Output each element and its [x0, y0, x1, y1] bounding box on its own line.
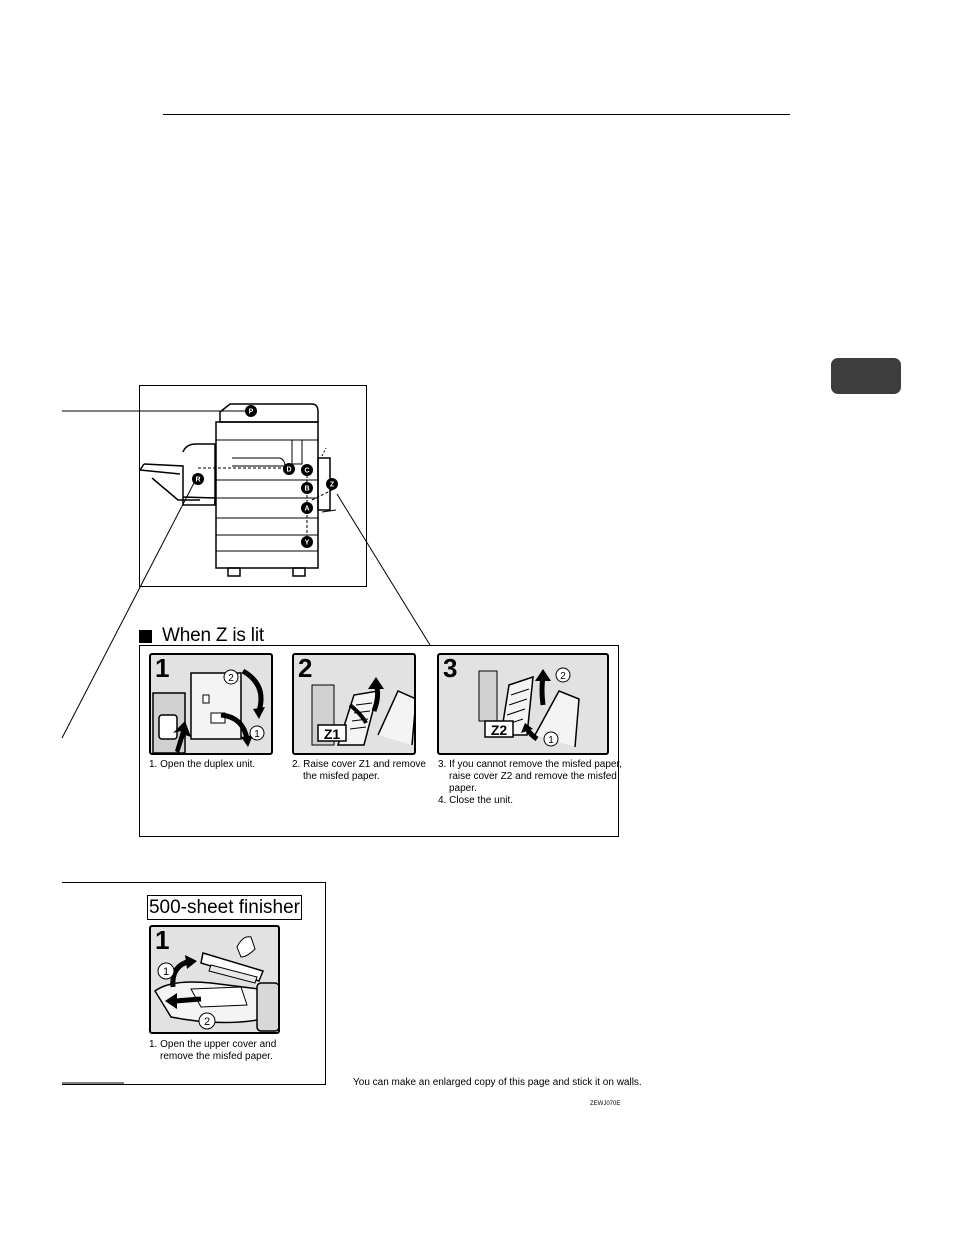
callout-1: 1: [548, 735, 554, 746]
callout-2: 2: [204, 1016, 210, 1028]
callout-2: 2: [228, 673, 234, 684]
enlarge-copy-note: You can make an enlarged copy of this pa…: [353, 1077, 642, 1088]
label-B: B: [304, 486, 309, 493]
finisher-label: 500-sheet finisher: [147, 895, 302, 920]
caption-line: 4. Close the unit.: [438, 795, 514, 806]
caption-line: 3. If you cannot remove the misfed paper…: [438, 759, 622, 770]
finisher-section-box: [62, 882, 326, 1085]
step-number: 1: [155, 653, 170, 683]
step-number: 2: [298, 653, 313, 683]
z-section-heading: When Z is lit: [139, 625, 264, 647]
z-step-2-caption: 2. Raise cover Z1 and remove the misfed …: [292, 759, 426, 783]
caption-line: the misfed paper.: [303, 771, 380, 782]
label-R: R: [195, 477, 200, 484]
caption-line: remove the misfed paper.: [160, 1051, 273, 1062]
caption-line: 1. Open the duplex unit.: [149, 759, 256, 770]
z-step-1-panel: 1 2 1: [149, 653, 273, 755]
callout-1: 1: [254, 729, 260, 740]
cover-z1-illustration: Z1: [311, 677, 414, 746]
tag-z2: Z2: [491, 722, 508, 738]
label-D: D: [286, 467, 291, 474]
label-P: P: [249, 409, 254, 416]
figure-code: ZEWJ070E: [590, 1101, 621, 1107]
z-step-3-panel: 3 2 1 Z2: [437, 653, 609, 755]
caption-line: paper.: [449, 783, 477, 794]
finisher-step-1-panel: 1 1 2: [149, 925, 280, 1034]
step-number: 1: [155, 925, 170, 955]
finisher-step-1-caption: 1. Open the upper cover and remove the m…: [149, 1039, 276, 1063]
callout-1: 1: [163, 966, 169, 978]
cover-z2-illustration: 2 1 Z2: [478, 667, 580, 748]
label-Z: Z: [330, 482, 335, 489]
heading-bullet-icon: [139, 629, 152, 643]
machine-overview-diagram: [139, 385, 367, 587]
header-rule: [163, 114, 790, 115]
label-C: C: [304, 468, 309, 475]
callout-2: 2: [560, 671, 566, 682]
finisher-open-illustration: 1 2: [154, 936, 278, 1032]
step-number: 3: [443, 653, 458, 683]
label-A: A: [304, 506, 309, 513]
chapter-tab: [831, 358, 901, 394]
duplex-open-illustration: 2 1: [152, 668, 265, 753]
caption-line: 2. Raise cover Z1 and remove: [292, 759, 426, 770]
tag-z1: Z1: [324, 726, 341, 742]
z-step-3-caption: 3. If you cannot remove the misfed paper…: [438, 759, 622, 807]
z-step-1-caption: 1. Open the duplex unit.: [149, 759, 255, 771]
z-step-2-panel: 2 Z1: [292, 653, 416, 755]
z-heading-text: When Z is lit: [162, 625, 264, 646]
caption-line: raise cover Z2 and remove the misfed: [449, 771, 617, 782]
label-Y: Y: [305, 540, 310, 547]
z-section-box: [139, 645, 619, 837]
caption-line: 1. Open the upper cover and: [149, 1039, 277, 1050]
